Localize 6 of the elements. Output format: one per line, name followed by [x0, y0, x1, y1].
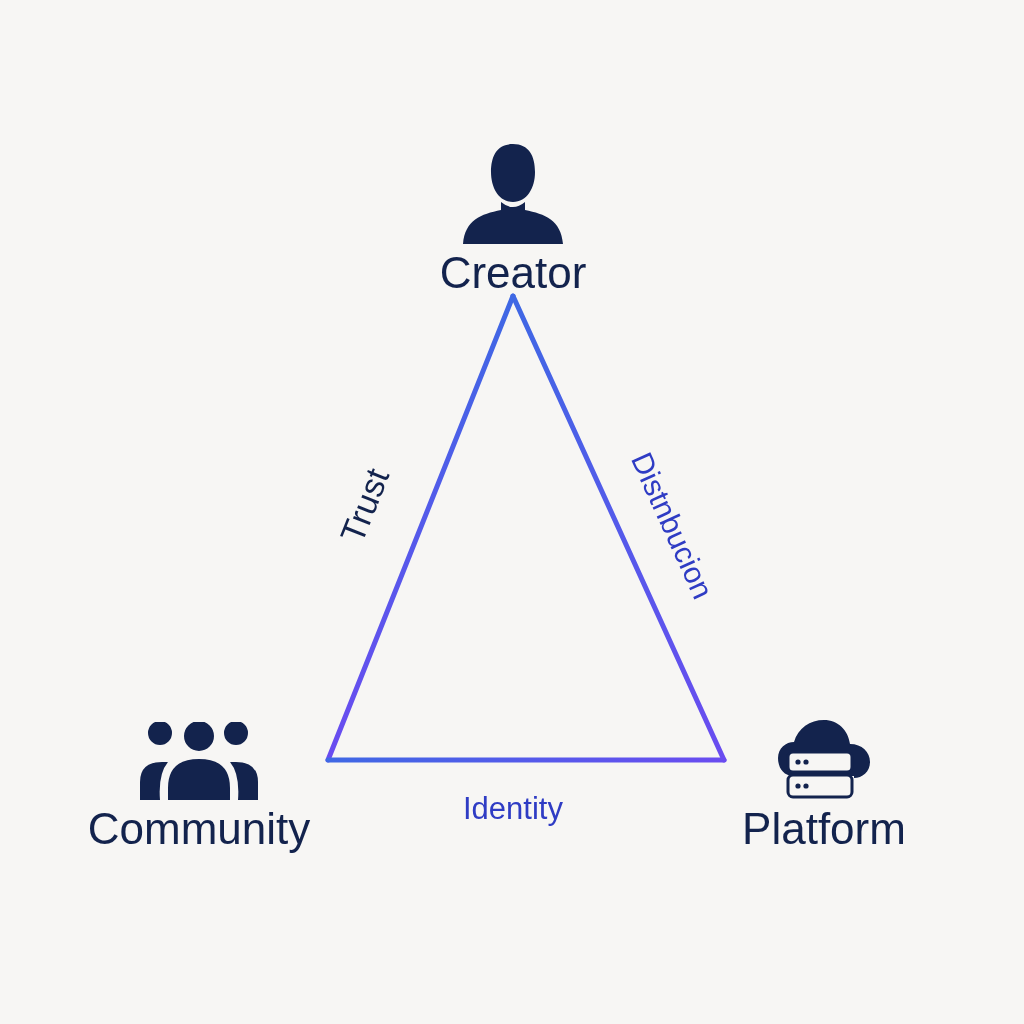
node-label: Platform — [742, 805, 906, 852]
connector-line — [325, 293, 516, 763]
node-label: Community — [87, 805, 311, 852]
node-label: Creator — [439, 249, 587, 296]
connector-line — [325, 757, 727, 763]
connector-line — [510, 293, 727, 763]
